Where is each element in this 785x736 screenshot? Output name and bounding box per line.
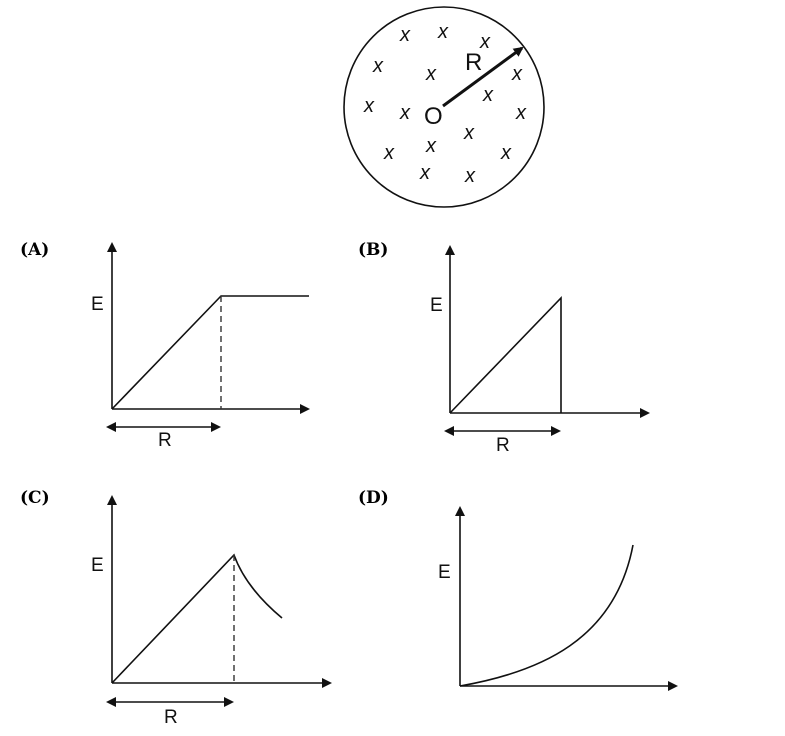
field-cross: x <box>500 142 512 164</box>
region-circle <box>343 6 545 208</box>
magnetic-field-region: x x x x x x x x x x x x x x x x O R <box>343 6 545 208</box>
field-curve <box>459 544 634 687</box>
x-span-label: R <box>496 435 510 456</box>
field-cross: x <box>399 102 411 124</box>
field-curve <box>449 296 562 414</box>
option-b-graph: (B) E R <box>358 240 650 456</box>
field-cross: x <box>425 63 437 85</box>
field-cross: x <box>363 95 375 117</box>
option-b-label: (B) <box>358 240 388 260</box>
option-c-graph: (C) E R <box>20 488 332 728</box>
option-a-graph: (A) E R <box>20 240 310 451</box>
x-span-label: R <box>158 430 172 451</box>
radius-arrow <box>442 46 524 108</box>
field-cross: x <box>437 21 449 43</box>
field-cross: x <box>464 165 476 187</box>
field-cross: x <box>479 31 491 53</box>
field-cross: x <box>515 102 527 124</box>
option-d-label: (D) <box>358 488 389 508</box>
y-axis-label: E <box>91 555 104 576</box>
field-cross: x <box>482 84 494 106</box>
field-curve <box>111 295 309 410</box>
y-axis-label: E <box>91 294 104 315</box>
radius-label: R <box>465 49 482 76</box>
field-cross: x <box>383 142 395 164</box>
x-span-label: R <box>164 707 178 728</box>
center-label: O <box>424 103 443 130</box>
field-cross: x <box>463 122 475 144</box>
y-axis-label: E <box>430 295 443 316</box>
field-cross: x <box>372 55 384 77</box>
option-c-label: (C) <box>20 488 50 508</box>
option-a-label: (A) <box>20 240 49 260</box>
field-cross: x <box>399 24 411 46</box>
field-curve <box>111 553 283 684</box>
y-axis-label: E <box>438 562 451 583</box>
option-d-graph: (D) E <box>358 488 678 691</box>
field-cross: x <box>425 135 437 157</box>
field-cross: x <box>419 162 431 184</box>
field-crosses: x x x x x x x x x x x x x x x x <box>363 21 527 187</box>
field-cross: x <box>511 63 523 85</box>
